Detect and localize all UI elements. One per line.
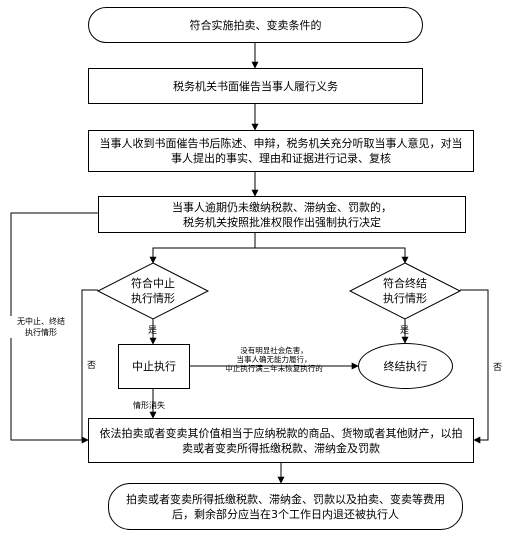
suspend-node: 中止执行 xyxy=(118,344,190,389)
arrow-suspend-cond-no xyxy=(81,289,98,440)
terminate-node-label: 终结执行 xyxy=(383,359,428,373)
statement-node: 当事人收到书面催告书后陈述、申辩，税务机关充分听取当事人意见，对当事人提出的事实… xyxy=(88,130,474,172)
terminate-node: 终结执行 xyxy=(358,343,453,389)
no-label-right: 否 xyxy=(491,362,501,371)
terminate-decision-diamond xyxy=(348,262,462,320)
suspend-condition-label: 符合中止 执行情形 xyxy=(131,277,175,305)
suspend-decision-diamond xyxy=(96,262,210,320)
refund-node-label: 拍卖或者变卖所得抵缴税款、滞纳金、罚款以及拍卖、变卖等费用后，剩余部分应当在3个… xyxy=(126,492,445,521)
arrow-terminate-cond-no xyxy=(460,289,489,444)
no-label-left: 否 xyxy=(85,360,95,369)
start-node-label: 符合实施拍卖、变卖条件的 xyxy=(189,18,322,32)
notice-node: 税务机关书面催告当事人履行义务 xyxy=(88,68,423,104)
auction-node: 依法拍卖或者变卖其价值相当于应纳税款的商品、货物或者其他财产，以拍卖或者变卖所得… xyxy=(88,418,474,463)
arrow-overdue-to-suspend-cond xyxy=(149,233,256,264)
suspend-node-label: 中止执行 xyxy=(132,360,176,373)
no-condition-label: 无中止、终结 执行情形 xyxy=(2,316,80,338)
arrow-overdue-to-terminate-cond xyxy=(255,247,409,264)
circumstance-gone-label: 情形消失 xyxy=(133,401,165,410)
yes-label-right: 是 xyxy=(400,326,410,336)
terminate-condition-label: 符合终结 执行情形 xyxy=(383,277,427,305)
start-node: 符合实施拍卖、变卖条件的 xyxy=(88,7,423,43)
notice-node-label: 税务机关书面催告当事人履行义务 xyxy=(173,79,338,93)
yes-label-left: 是 xyxy=(148,326,158,336)
suspend-to-terminate-label: 没有明显社会危害， 当事人确无能力履行， 中止执行满三年未恢复执行的 xyxy=(225,346,323,373)
refund-node: 拍卖或者变卖所得抵缴税款、滞纳金、罚款以及拍卖、变卖等费用后，剩余部分应当在3个… xyxy=(108,483,463,530)
statement-node-label: 当事人收到书面催告书后陈述、申辩，税务机关充分听取当事人意见，对当事人提出的事实… xyxy=(99,137,463,165)
auction-node-label: 依法拍卖或者变卖其价值相当于应纳税款的商品、货物或者其他财产，以拍卖或者变卖所得… xyxy=(99,426,463,455)
overdue-node: 当事人逾期仍未缴纳税款、滞纳金、罚款的， 税务机关按照批准权限作出强制执行决定 xyxy=(98,196,466,233)
overdue-node-label: 当事人逾期仍未缴纳税款、滞纳金、罚款的， 税务机关按照批准权限作出强制执行决定 xyxy=(172,200,392,229)
